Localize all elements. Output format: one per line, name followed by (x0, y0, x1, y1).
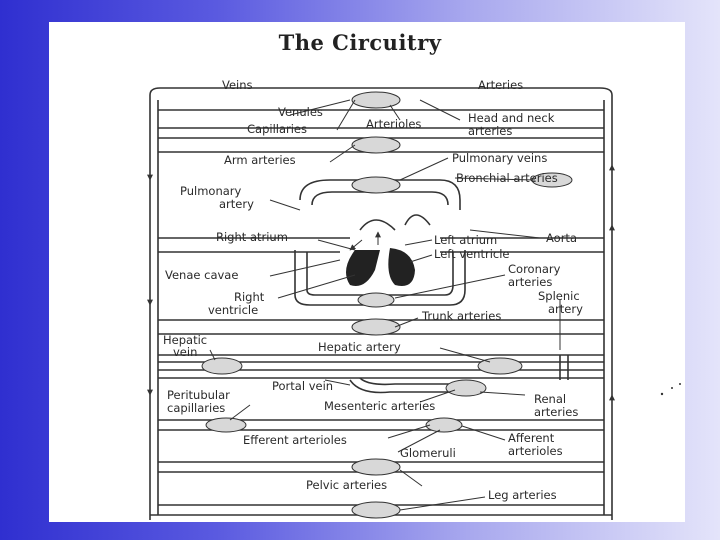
capillary-bed-mesenteric (445, 379, 487, 397)
capillary-bed-liver (201, 357, 243, 375)
label-right-ventricle-1: Right (234, 290, 265, 304)
capillary-bed-peritubular (205, 417, 247, 433)
label-splenic-2: artery (548, 302, 583, 316)
label-venae-cavae: Venae cavae (165, 268, 238, 282)
label-renal-1: Renal (534, 392, 566, 406)
label-coronary-2: arteries (508, 275, 552, 289)
label-veins: Veins (222, 78, 253, 92)
capillary-bed-pelvic (351, 458, 401, 476)
label-hepatic-vein-2: vein (173, 345, 197, 359)
label-portal-vein: Portal vein (272, 379, 333, 393)
label-right-atrium: Right atrium (216, 230, 288, 244)
label-peritubular-2: capillaries (167, 401, 225, 415)
label-efferent-arterioles: Efferent arterioles (243, 433, 347, 447)
label-leg-arteries: Leg arteries (488, 488, 557, 502)
capillary-bed-lung (351, 176, 401, 194)
label-head-neck-2: arteries (468, 124, 512, 138)
label-left-atrium: Left atrium (434, 233, 497, 247)
label-hepatic-artery: Hepatic artery (318, 340, 401, 354)
label-arm-arteries: Arm arteries (224, 153, 296, 167)
label-afferent-1: Afferent (508, 431, 555, 445)
label-head-neck-1: Head and neck (468, 111, 555, 125)
capillary-bed-glomeruli (425, 417, 463, 433)
scan-specks (660, 383, 681, 396)
diagram-labels: Veins Arteries Venules Capillaries Arter… (163, 78, 583, 502)
capillary-bed-coronary (357, 292, 395, 308)
heart (346, 214, 431, 286)
label-renal-2: arteries (534, 405, 578, 419)
capillary-bed-head (351, 91, 401, 109)
capillary-bed-leg (351, 501, 401, 519)
slide-title: The Circuitry (278, 30, 442, 55)
label-capillaries: Capillaries (247, 122, 307, 136)
label-pulmonary-artery-2: artery (219, 197, 254, 211)
label-pulmonary-artery-1: Pulmonary (180, 184, 242, 198)
label-pelvic-arteries: Pelvic arteries (306, 478, 387, 492)
label-bronchial-arteries: Bronchial arteries (456, 171, 558, 185)
label-aorta: Aorta (546, 231, 577, 245)
label-left-ventricle: Left ventricle (434, 247, 510, 261)
label-glomeruli: Glomeruli (400, 446, 456, 460)
label-splenic-1: Splenic (538, 289, 580, 303)
label-mesenteric-arteries: Mesenteric arteries (324, 399, 435, 413)
label-pulmonary-veins: Pulmonary veins (452, 151, 547, 165)
label-venules: Venules (278, 105, 323, 119)
capillary-beds (201, 91, 573, 519)
label-arterioles: Arterioles (366, 117, 421, 131)
leader-lines (209, 99, 561, 511)
label-trunk-arteries: Trunk arteries (421, 309, 501, 323)
label-right-ventricle-2: ventricle (208, 303, 258, 317)
label-afferent-2: arterioles (508, 444, 563, 458)
label-coronary-1: Coronary (508, 262, 561, 276)
label-peritubular-1: Peritubular (167, 388, 230, 402)
label-hepatic-vein-1: Hepatic (163, 333, 207, 347)
label-arteries: Arteries (478, 78, 523, 92)
capillary-bed-arm (351, 136, 401, 154)
capillary-bed-trunk (351, 318, 401, 336)
